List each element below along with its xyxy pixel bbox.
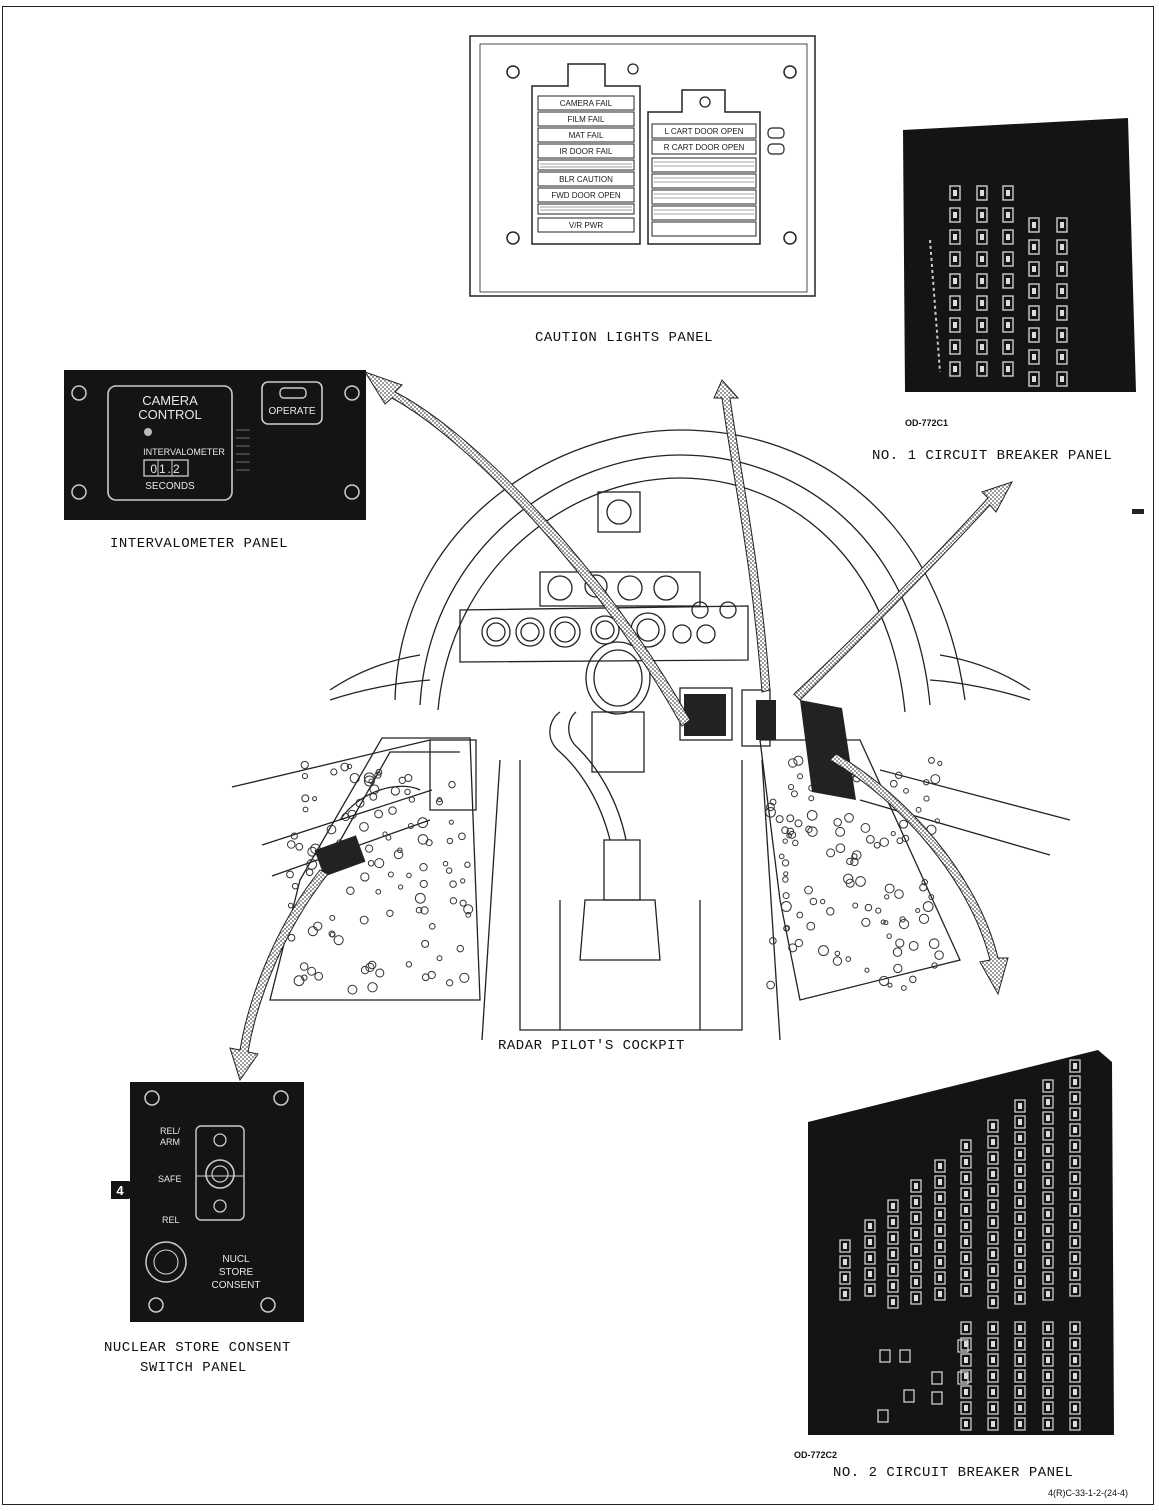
- intervalometer-title-line2: CONTROL: [138, 407, 202, 422]
- cb-panel-1-code: OD-772C1: [905, 418, 949, 428]
- cb-panel-2-image: [808, 1050, 1114, 1435]
- cb-panel-1-breakers: [929, 185, 1068, 387]
- caption-intervalometer-panel: INTERVALOMETER PANEL: [110, 536, 289, 552]
- nucl-pos-rel: REL: [162, 1215, 180, 1225]
- nucl-label-line3: CONSENT: [212, 1280, 261, 1291]
- intervalometer-units: SECONDS: [145, 481, 195, 492]
- caption-caution-lights-panel: CAUTION LIGHTS PANEL: [535, 330, 714, 346]
- intervalometer-counter: 01.2: [150, 462, 181, 476]
- caption-cb-panel-2: NO. 2 CIRCUIT BREAKER PANEL: [833, 1465, 1074, 1481]
- caution-light-l-cart-door-open: L CART DOOR OPEN: [665, 127, 744, 136]
- nuclear-store-consent-panel: REL/ ARM SAFE REL NUCL STORE CONSENT: [130, 1082, 304, 1322]
- cb-panel-2-breakers: [839, 1059, 1081, 1431]
- caption-nuclear-store-line2: SWITCH PANEL: [140, 1360, 247, 1376]
- nucl-pos-safe: SAFE: [158, 1174, 182, 1184]
- caution-light-ir-door-fail: IR DOOR FAIL: [560, 147, 613, 156]
- console-detail: [286, 694, 944, 995]
- cb-panel-1-image: [903, 118, 1136, 392]
- callout-marker-4: 4: [111, 1181, 140, 1199]
- caption-cb-panel-1: NO. 1 CIRCUIT BREAKER PANEL: [872, 448, 1113, 464]
- caution-light-fwd-door-open: FWD DOOR OPEN: [551, 191, 621, 200]
- nucl-pos-rel-arm-line1: REL/: [160, 1126, 181, 1136]
- caption-cockpit: RADAR PILOT'S COCKPIT: [498, 1038, 685, 1054]
- caution-light-film-fail: FILM FAIL: [568, 115, 605, 124]
- nucl-label-line2: STORE: [219, 1267, 254, 1278]
- pointer-arrows: [229, 371, 1014, 1082]
- cockpit-drawing: [231, 429, 1071, 1041]
- intervalometer-operate-label: OPERATE: [268, 406, 315, 417]
- cb-panel-2-code: OD-772C2: [794, 1450, 838, 1460]
- caption-nuclear-store-line1: NUCLEAR STORE CONSENT: [104, 1340, 291, 1356]
- intervalometer-title-line1: CAMERA: [142, 393, 198, 408]
- svg-text:4: 4: [116, 1183, 124, 1198]
- caution-light-vr-pwr: V/R PWR: [569, 221, 603, 230]
- caution-light-blr-caution: BLR CAUTION: [559, 175, 613, 184]
- intervalometer-panel: OPERATE CAMERA CONTROL INTERVALOMETER 01…: [64, 370, 366, 520]
- nucl-pos-rel-arm-line2: ARM: [160, 1137, 180, 1147]
- caution-light-mat-fail: MAT FAIL: [569, 131, 604, 140]
- edge-mark: [1132, 509, 1144, 514]
- caution-light-camera-fail: CAMERA FAIL: [560, 99, 613, 108]
- nucl-label-line1: NUCL: [222, 1254, 250, 1265]
- figure-id: 4(R)C-33-1-2-(24-4): [1048, 1488, 1129, 1498]
- intervalometer-sub-label: INTERVALOMETER: [143, 447, 225, 457]
- caution-lights-panel: CAMERA FAIL FILM FAIL MAT FAIL IR DOOR F…: [469, 35, 816, 297]
- figure-border: [2, 6, 1154, 1505]
- caution-light-r-cart-door-open: R CART DOOR OPEN: [664, 143, 745, 152]
